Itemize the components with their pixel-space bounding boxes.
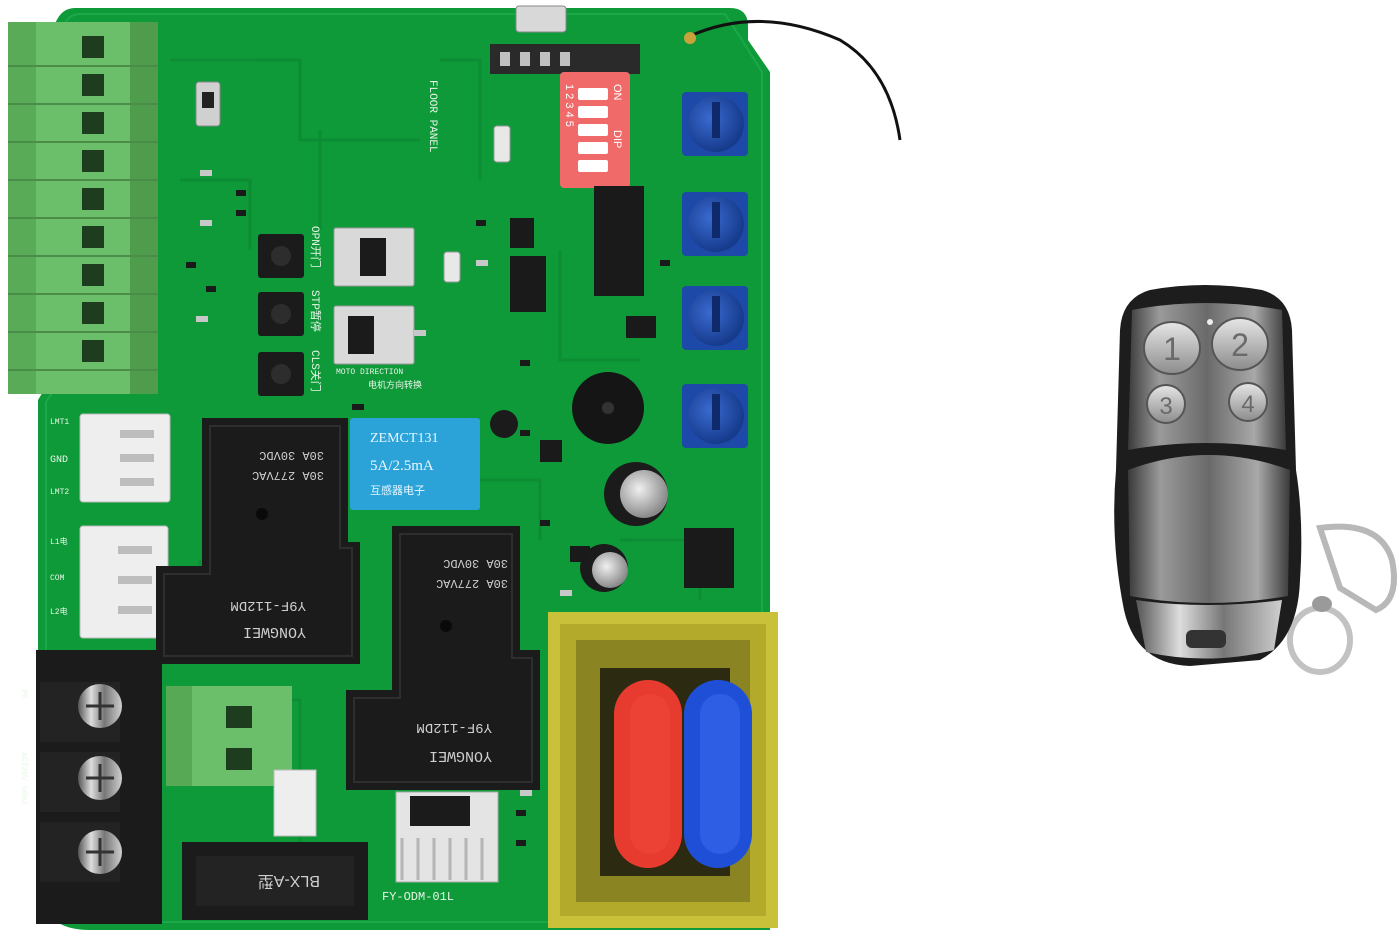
sensor-maker-label: 互感器电子: [370, 484, 425, 497]
dip-dip-label: DIP: [611, 130, 623, 148]
control-board: FLOOR PANEL ON DIP 1 2 3 4 5: [8, 5, 902, 930]
remote-button-2-label: 2: [1231, 327, 1249, 363]
dip-on-label: ON: [611, 84, 623, 101]
key-ring-slot: [1186, 630, 1226, 648]
pin-header: [490, 44, 640, 74]
fuse-label: BLX-A型: [258, 872, 320, 890]
small-white-connector: [273, 769, 317, 837]
dip-switch[interactable]: ON DIP 1 2 3 4 5: [560, 72, 630, 188]
moto-direction-label: MOTO DIRECTION: [336, 368, 403, 377]
learn-button[interactable]: [493, 125, 511, 163]
key-ring: [1287, 523, 1397, 675]
motor-connector: [79, 525, 169, 639]
potentiometer-4[interactable]: [682, 384, 748, 448]
capacitor-small: [490, 410, 518, 438]
remote-led: [1207, 319, 1213, 325]
com-label: COM: [50, 574, 65, 583]
screw-terminal-3[interactable]: [78, 830, 122, 874]
heatsink: [395, 791, 499, 883]
stp-label: STP暂停: [308, 290, 323, 332]
screw-terminal-1[interactable]: [78, 684, 122, 728]
remote-button-4-label: 4: [1241, 391, 1254, 418]
sensor-rating-label: 5A/2.5mA: [370, 458, 434, 474]
current-transformer: ZEMCT131 5A/2.5mA 互感器电子: [350, 418, 480, 510]
l1-label: L1电: [50, 536, 68, 547]
mode-slide-switch[interactable]: [333, 227, 415, 287]
remote-button-4[interactable]: 4: [1228, 382, 1268, 422]
moto-direction-cn-label: 电机方向转换: [368, 379, 422, 391]
limit-switch-connector: [79, 413, 171, 503]
remote-button-panel: [1128, 303, 1286, 450]
remote-button-3[interactable]: 3: [1146, 384, 1186, 424]
remote-control: 1 2 3 4: [1114, 285, 1397, 675]
cls-label: CLS关门: [308, 350, 323, 392]
remote-button-2[interactable]: 2: [1211, 317, 1269, 371]
remote-button-1[interactable]: 1: [1143, 321, 1201, 375]
screw-terminal-2[interactable]: [78, 756, 122, 800]
board-model-label: FY-ODM-01L: [382, 890, 454, 904]
main-ic: [594, 186, 644, 296]
red-coil: [614, 680, 682, 868]
relay-1-rating-dc: 30A 30VDC: [259, 448, 324, 462]
transformer: [548, 612, 778, 928]
relay-1-brand: YONGWEI: [243, 623, 306, 640]
remote-button-3-label: 3: [1159, 393, 1172, 420]
secondary-ic: [510, 256, 546, 312]
smd-resistors: [196, 170, 572, 796]
remote-button-1-label: 1: [1163, 331, 1181, 367]
relay-2-rating-dc: 30A 30VDC: [443, 556, 508, 570]
potentiometer-3[interactable]: [682, 286, 748, 350]
bridge-rectifier: [684, 528, 734, 588]
ac220-label: AC220V 50Hz: [19, 752, 28, 805]
lmt1-label: LMT1: [50, 418, 69, 427]
opn-button[interactable]: [258, 234, 304, 278]
blue-coil: [684, 680, 752, 868]
relay-2-model: Y9F-112DM: [416, 719, 492, 735]
input-terminal-block: [8, 22, 158, 394]
aux-terminal-block: [166, 686, 292, 786]
gnd-label: GND: [50, 455, 68, 466]
pe-label: PE: [19, 690, 28, 700]
fuse-holder: BLX-A型: [182, 842, 368, 920]
antenna: [515, 5, 902, 141]
potentiometer-1[interactable]: [682, 92, 748, 156]
electrolytic-capacitor-small: [580, 544, 628, 592]
power-terminal-block: [36, 650, 162, 924]
dip-numbers-label: 1 2 3 4 5: [563, 84, 575, 127]
potentiometer-2[interactable]: [682, 192, 748, 256]
electrolytic-capacitor-large: [604, 462, 668, 526]
floor-panel-label: FLOOR PANEL: [426, 80, 438, 153]
remote-chrome-tail: [1136, 600, 1282, 659]
relay-1-model: Y9F-112DM: [230, 597, 306, 613]
small-tact-button[interactable]: [443, 251, 461, 283]
relay-2-brand: YONGWEI: [429, 747, 492, 764]
lmt2-label: LMT2: [50, 488, 69, 497]
relay-2: YONGWEI Y9F-112DM 30A 277VAC 30A 30VDC: [346, 526, 540, 790]
motor-direction-switch[interactable]: [333, 305, 415, 365]
smd-components: [186, 190, 670, 846]
stp-button[interactable]: [258, 292, 304, 336]
l2-label: L2电: [50, 606, 68, 617]
opn-label: OPN开门: [308, 226, 323, 268]
small-ic: [510, 218, 534, 248]
relay-1-rating-ac: 30A 277VAC: [252, 468, 324, 482]
cls-button[interactable]: [258, 352, 304, 396]
remote-back-plate: [1128, 455, 1290, 603]
relay-2-rating-ac: 30A 277VAC: [436, 576, 508, 590]
relay-1: YONGWEI Y9F-112DM 30A 277VAC 30A 30VDC: [156, 418, 360, 664]
small-ic-2: [626, 316, 656, 338]
sensor-model-label: ZEMCT131: [370, 431, 438, 446]
